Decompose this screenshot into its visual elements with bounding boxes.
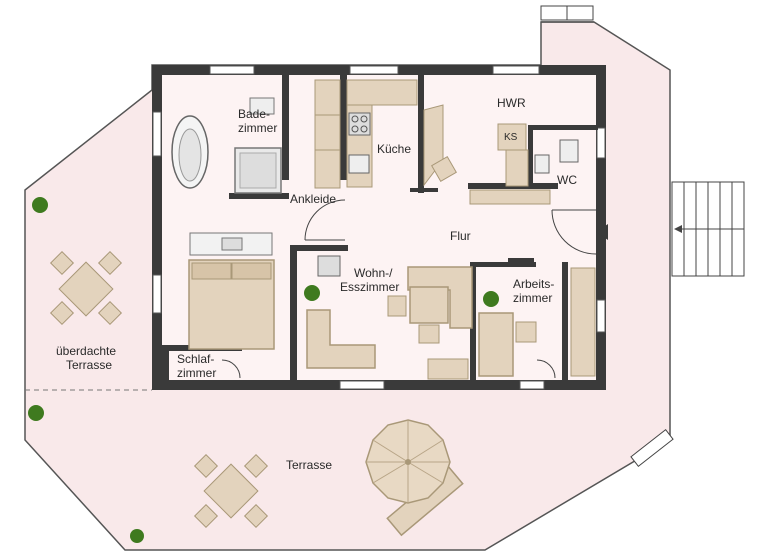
stairs [671,181,745,277]
closet-cabinets [314,79,341,189]
bathroom-label-2: zimmer [238,121,278,135]
terrace-table [193,453,269,529]
living-label-1: Wohn-/ [354,266,393,280]
sideboard [427,358,469,380]
side-table [387,295,407,317]
kitchen-label: Küche [377,142,412,156]
stairs-arrow-icon [674,225,682,233]
dining-chair [418,324,440,344]
toilet-icon [559,139,579,163]
living-sofa [306,309,376,369]
windows [152,65,606,390]
corner-sofa [407,266,473,329]
covered-terrace-table [49,250,123,326]
covered-terrace-label-2: Terrasse [66,358,113,372]
bedroom-label-1: Schlaf- [177,352,215,366]
wc-label: WC [557,173,577,187]
study-label-2: zimmer [513,291,553,305]
plant-icon [28,197,499,543]
sink-icon [249,97,275,115]
kitchen-sink-icon [348,154,370,174]
study-label-1: Arbeits- [513,277,555,291]
study-cabinet [570,267,596,377]
doors [221,199,597,379]
wc-sink-icon [534,154,550,174]
desk [478,312,514,377]
bedroom-label-2: zimmer [177,366,217,380]
terrace-label: Terrasse [286,458,333,472]
entrance-arrow-icon [596,224,608,240]
fridge-icon [497,123,527,151]
covered-terrace-label-1: überdachte [56,344,117,358]
fridge-label: KS [504,132,518,143]
stove-icon [348,112,371,136]
utility-chair [431,156,457,182]
utility-label: HWR [497,96,526,110]
dining-table [409,286,449,324]
closet-label: Ankleide [290,192,337,206]
armchair-icon [317,255,341,277]
bathroom-label-1: Bade- [238,107,271,121]
hall-cabinet [469,189,551,205]
hall-label: Flur [450,229,471,243]
living-label-2: Esszimmer [340,280,400,294]
desk-chair [515,321,537,343]
